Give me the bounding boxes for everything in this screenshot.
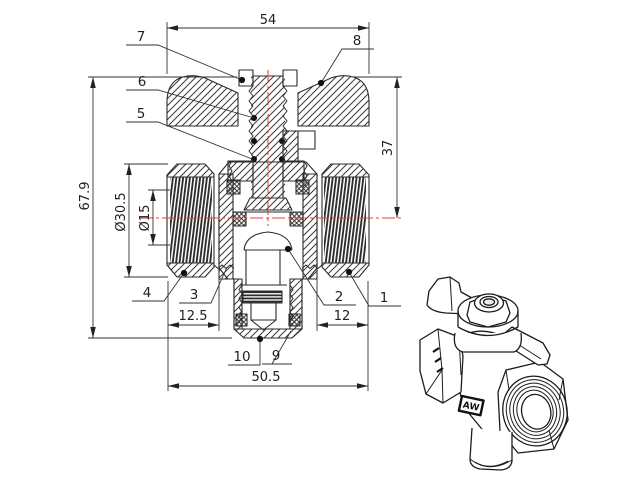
bottom-drain-port (233, 278, 303, 339)
handle-collar (453, 332, 522, 353)
callout-label-8: 8 (353, 33, 362, 49)
callouts (126, 44, 401, 366)
dim-label-12: 12 (334, 309, 351, 324)
dim-total-height (88, 76, 237, 339)
dim-label-54: 54 (260, 13, 277, 28)
callout-9 (262, 330, 292, 365)
dim-bore-diameter (148, 189, 170, 246)
left-port-nut (166, 163, 215, 278)
centerlines (140, 70, 402, 226)
callout-1 (345, 268, 401, 307)
butterfly-handle (166, 69, 370, 127)
callout-label-2: 2 (335, 289, 344, 305)
callout-label-6: 6 (138, 74, 147, 90)
callout-7 (126, 44, 246, 84)
callout-labels: 7 8 6 5 4 3 2 1 10 9 (137, 29, 389, 365)
callout-label-5: 5 (137, 106, 146, 122)
brand-plate: AW (457, 394, 485, 417)
dim-label-37: 37 (381, 140, 396, 157)
valve-3d-bottom-port (469, 427, 513, 471)
callout-10 (228, 335, 264, 366)
callout-label-1: 1 (380, 290, 389, 306)
dim-label-od: Ø30.5 (114, 192, 129, 231)
dim-left-port-depth (167, 272, 220, 391)
brand-label: AW (462, 400, 480, 413)
callout-label-3: 3 (190, 287, 199, 303)
callout-4 (132, 269, 188, 302)
callout-3 (179, 266, 228, 304)
right-port-nut (321, 163, 370, 278)
callout-label-10: 10 (233, 349, 250, 365)
embossed-marking (432, 347, 444, 373)
dim-nut-outer-diameter (124, 163, 168, 278)
dim-stem-height (353, 76, 402, 218)
product-3d-view: AW (419, 276, 569, 471)
dim-handle-width (166, 22, 370, 74)
dimension-labels: 54 37 67.9 Ø30.5 Ø15 12.5 12 50.5 (78, 13, 396, 385)
callout-5 (126, 121, 253, 160)
callout-8 (317, 48, 374, 87)
valve-3d-right-port (497, 361, 569, 454)
callout-label-7: 7 (137, 29, 146, 45)
dim-label-67-9: 67.9 (78, 182, 93, 211)
callout-label-9: 9 (272, 348, 281, 364)
dim-right-port-depth (316, 272, 369, 391)
dimensions (88, 22, 402, 391)
dim-label-50-5: 50.5 (252, 370, 281, 385)
section-view (140, 69, 402, 339)
callout-6 (126, 89, 255, 119)
ball-and-plug (240, 231, 293, 286)
callout-2 (284, 245, 356, 306)
valve-3d-handle (426, 276, 551, 366)
callout-label-4: 4 (143, 285, 152, 301)
dim-label-bore: Ø15 (138, 205, 153, 232)
dim-label-12-5: 12.5 (179, 309, 208, 324)
